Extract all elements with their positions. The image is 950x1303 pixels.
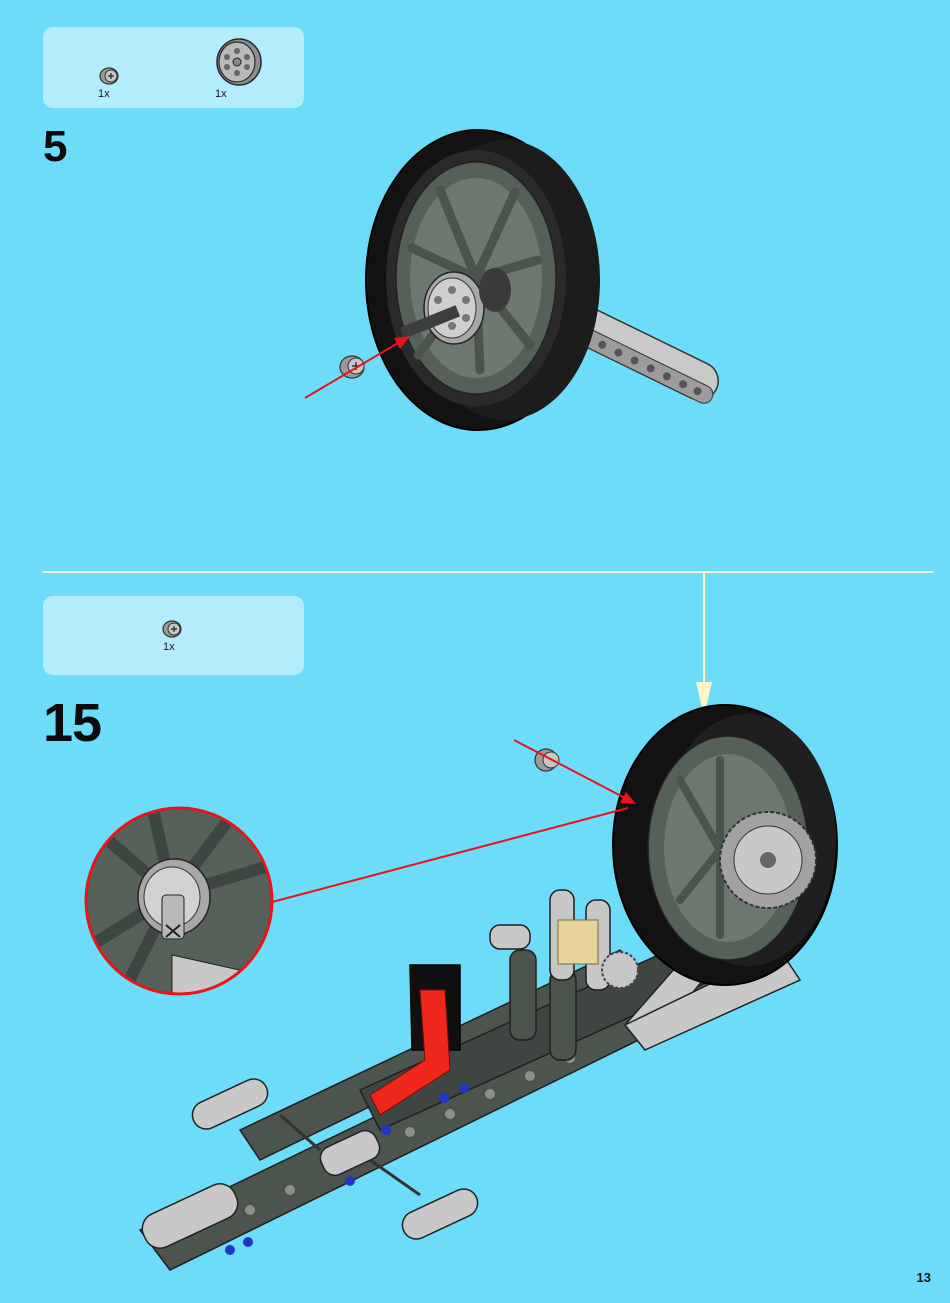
step-5-bush-qty: 1x (98, 88, 110, 100)
step-5-parts-box: 1x 1x (43, 27, 304, 108)
step-5-wheel-hub-qty: 1x (215, 88, 227, 100)
wheel-hub-part-icon (213, 36, 265, 88)
step-5-wheel-assembly-illustration (290, 130, 730, 440)
step-5-number: 5 (43, 122, 66, 172)
page-number: 13 (917, 1270, 931, 1285)
bush-part-icon (98, 65, 122, 87)
step-15-zoom-callout (82, 805, 276, 997)
